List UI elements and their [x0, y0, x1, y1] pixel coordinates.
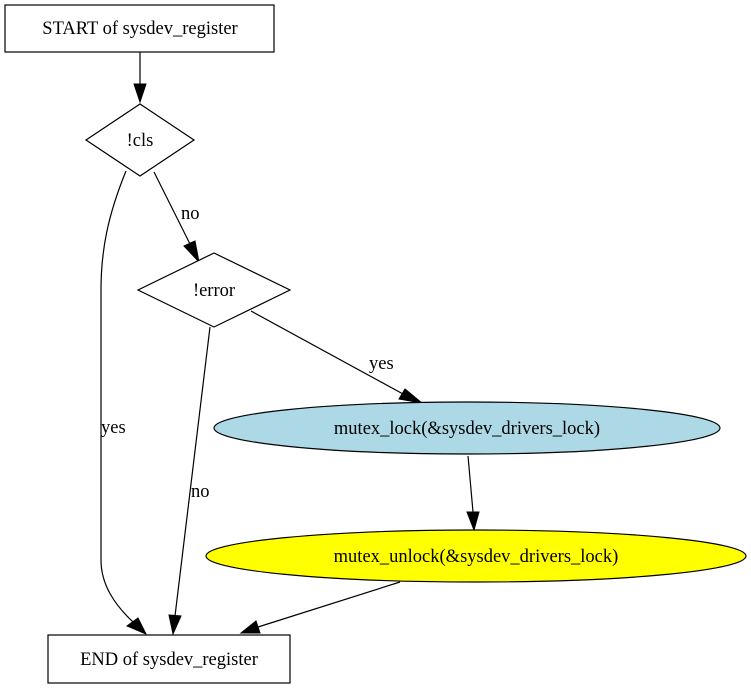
- arrowhead: [125, 617, 148, 635]
- edge-start-to-cls: [133, 52, 147, 104]
- node-box: [4, 4, 275, 53]
- arrowhead: [168, 614, 182, 636]
- node-mutex-unlock: mutex_unlock(&sysdev_drivers_lock): [205, 529, 747, 583]
- edge-label-no: no: [191, 482, 210, 502]
- edge-cls-to-end: yes: [100, 170, 148, 635]
- node-mutex-lock: mutex_lock(&sysdev_drivers_lock): [213, 401, 721, 455]
- node-ellipse: [205, 529, 747, 583]
- node-label: END of sysdev_register: [80, 650, 258, 670]
- node-error-decision: !error: [136, 252, 292, 328]
- edge-label-yes: yes: [101, 418, 126, 438]
- node-diamond: [84, 103, 196, 177]
- edge-error-to-end: no: [168, 326, 211, 636]
- arrowhead: [466, 511, 480, 532]
- edge-label-yes: yes: [369, 354, 394, 374]
- arrowhead: [133, 83, 147, 104]
- node-start: START of sysdev_register: [4, 4, 275, 53]
- node-ellipse: [213, 401, 721, 455]
- node-box: [47, 634, 291, 684]
- node-end: END of sysdev_register: [47, 634, 291, 684]
- edge-label-no: no: [181, 204, 200, 224]
- edge-error-to-lock: yes: [250, 310, 424, 404]
- node-label: mutex_lock(&sysdev_drivers_lock): [334, 419, 600, 439]
- arrowhead: [398, 388, 424, 404]
- arrowhead: [239, 620, 261, 634]
- node-cls-decision: !cls: [84, 103, 196, 177]
- arrowhead: [183, 240, 200, 264]
- node-label: mutex_unlock(&sysdev_drivers_lock): [334, 547, 619, 567]
- node-diamond: [136, 252, 292, 328]
- edge-cls-to-error: no: [153, 171, 200, 264]
- node-label: !error: [193, 281, 235, 301]
- edge-lock-to-unlock: [466, 455, 480, 532]
- node-label: START of sysdev_register: [42, 19, 237, 39]
- edge-unlock-to-end: [239, 581, 401, 634]
- node-label: !cls: [127, 131, 154, 151]
